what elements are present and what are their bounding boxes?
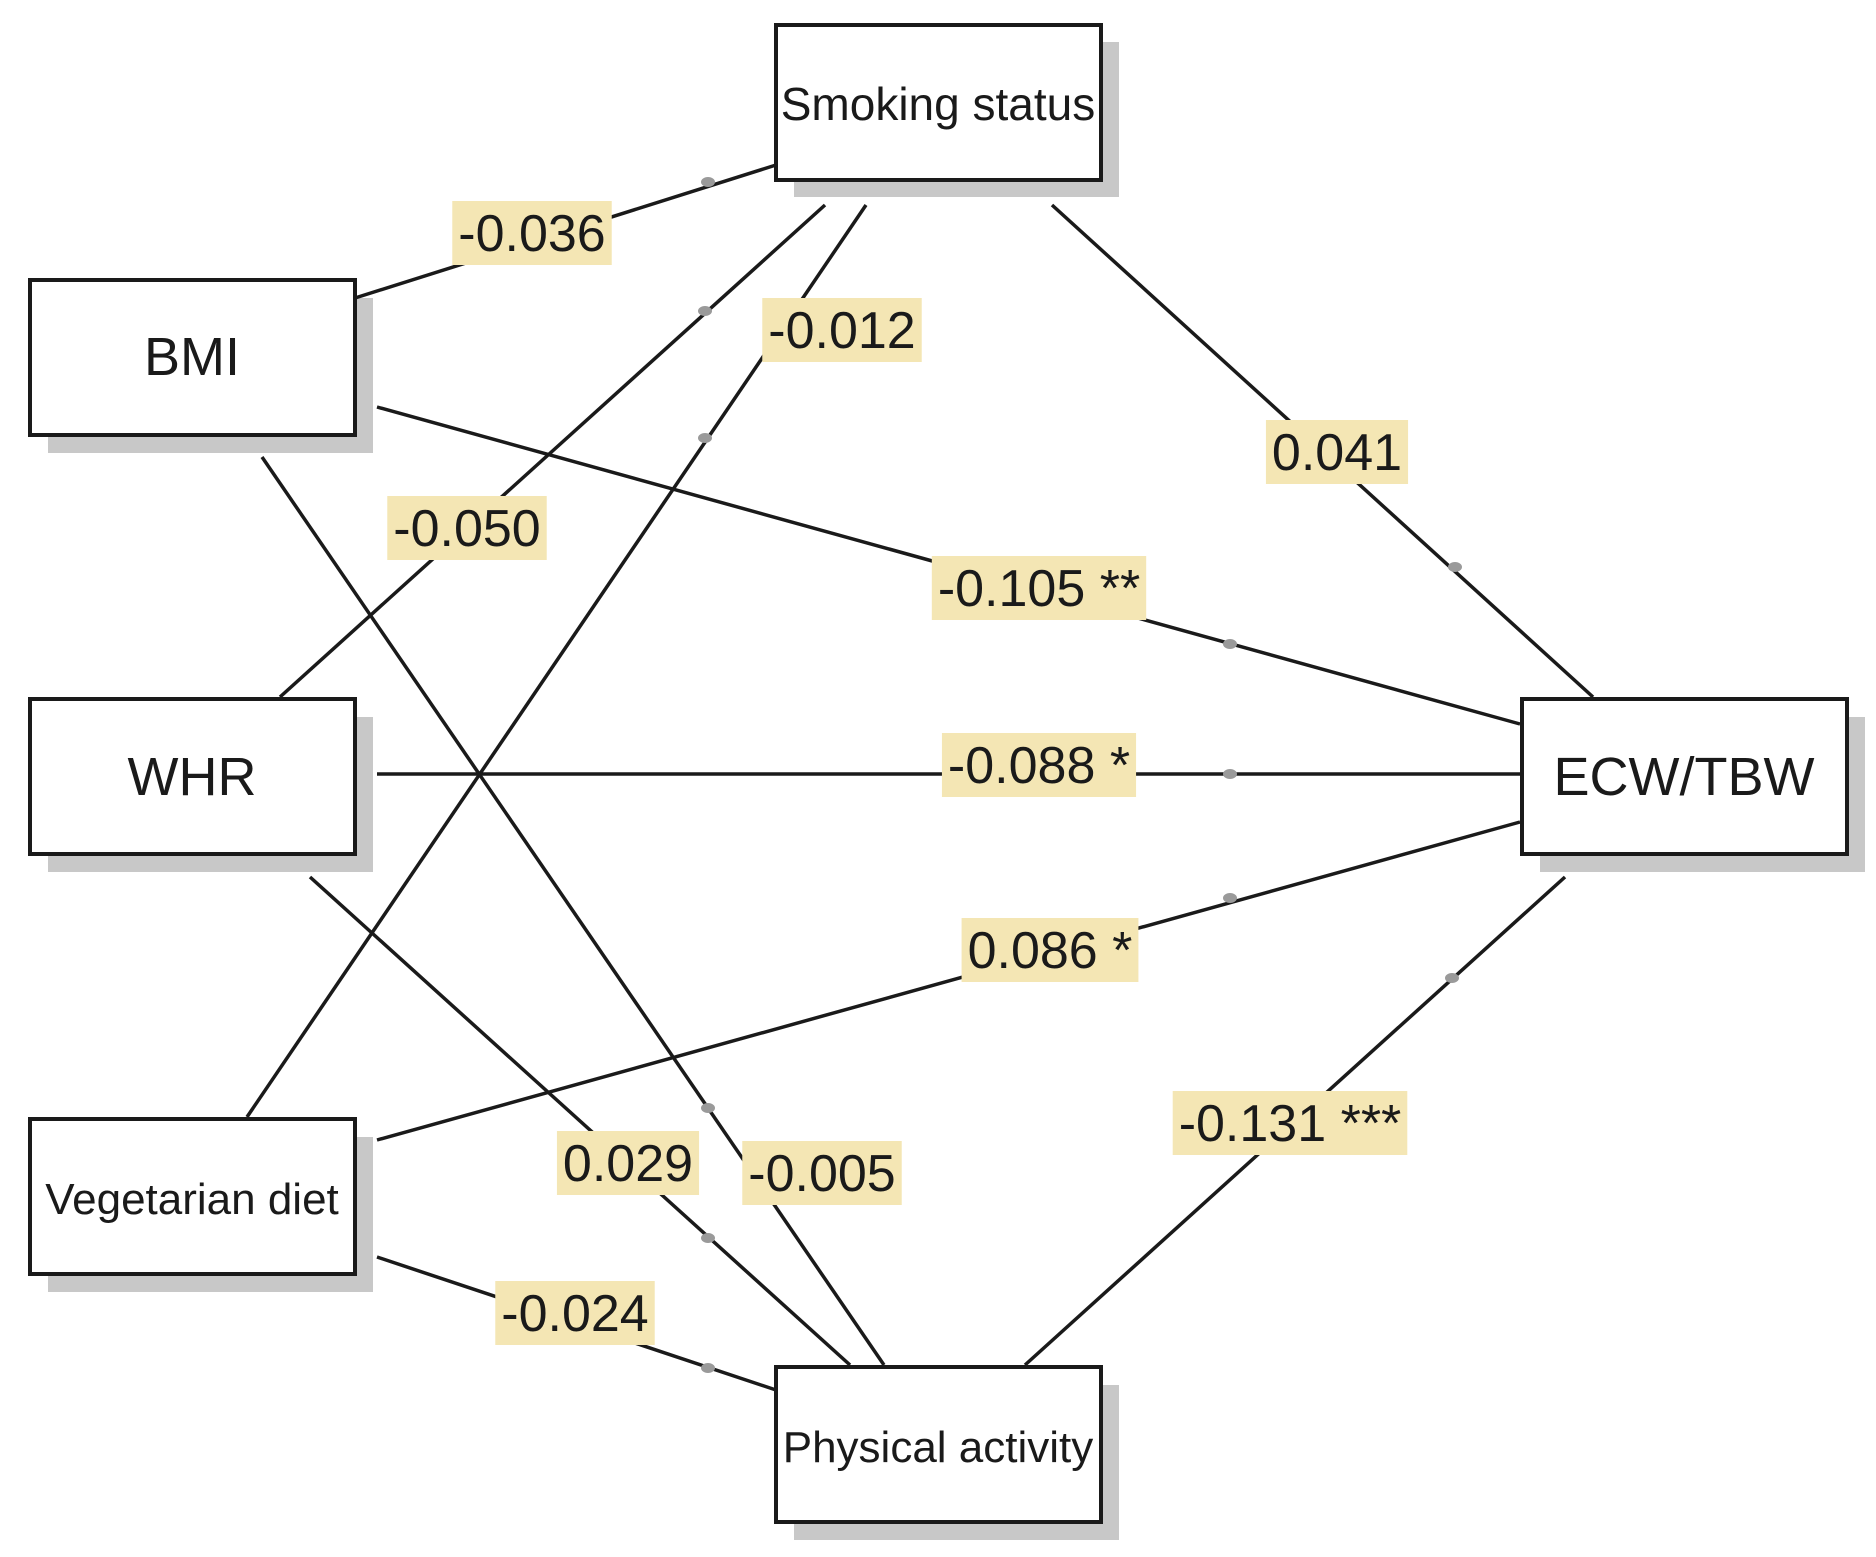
arrow-marker-whr-pa: [701, 1233, 715, 1243]
coefficient-highlight: [742, 1141, 902, 1205]
coefficient-label-bmi-smoking: -0.036: [452, 201, 612, 265]
arrow-marker-bmi-pa: [701, 1103, 715, 1113]
coefficient-highlight: [941, 733, 1137, 797]
arrow-marker-whr-ecw: [1223, 769, 1237, 779]
coefficient-label-veg-ecw: 0.086 *: [961, 918, 1139, 982]
coefficient-highlight: [931, 556, 1147, 620]
coefficient-value: -0.005: [748, 1145, 895, 1203]
path-line-whr-pa: [308, 875, 852, 1367]
coefficient-highlight: [495, 1281, 655, 1345]
node-label-ecw: ECW/TBW: [1554, 747, 1815, 807]
coefficient-labels: -0.036 -0.012 -0.050 0.041 -0.105 ** -0.088 *…: [387, 201, 1409, 1345]
variable-boxes: Smoking status BMI WHR Vegetarian diet P…: [28, 23, 1849, 1524]
node-physical-activity: Physical activity: [774, 1365, 1103, 1524]
coefficient-label-bmi-ecw: -0.105 **: [931, 556, 1147, 620]
node-whr: WHR: [28, 697, 357, 856]
arrow-marker-whr-smoking: [698, 306, 712, 316]
arrow-marker-bmi-ecw: [1223, 639, 1237, 649]
arrow-marker-veg-pa: [701, 1363, 715, 1373]
coefficient-value: -0.131 ***: [1179, 1095, 1402, 1153]
coefficient-value: -0.050: [393, 500, 540, 558]
coefficient-label-pa-ecw: -0.131 ***: [1172, 1091, 1408, 1155]
coefficient-highlight: [762, 298, 922, 362]
coefficient-value: 0.086 *: [968, 922, 1133, 980]
coefficient-value: -0.036: [458, 205, 605, 263]
coefficient-label-whr-pa: 0.029: [556, 1131, 700, 1195]
coefficient-highlight: [1265, 420, 1409, 484]
node-label-bmi: BMI: [144, 327, 240, 387]
node-label-whr: WHR: [128, 747, 257, 807]
coefficient-label-whr-ecw: -0.088 *: [941, 733, 1137, 797]
node-smoking-status: Smoking status: [774, 23, 1103, 182]
coefficient-label-veg-smoking: -0.012: [762, 298, 922, 362]
arrow-marker-pa-ecw: [1445, 973, 1459, 983]
coefficient-highlight: [961, 918, 1139, 982]
coefficient-value: -0.024: [501, 1285, 648, 1343]
coefficient-label-veg-pa: -0.024: [495, 1281, 655, 1345]
arrow-marker-bmi-smoking: [701, 177, 715, 187]
arrow-markers: [698, 177, 1462, 1373]
coefficient-value: -0.088 *: [948, 737, 1130, 795]
node-vegetarian-diet: Vegetarian diet: [28, 1117, 357, 1276]
coefficient-highlight: [556, 1131, 700, 1195]
arrow-marker-veg-ecw: [1223, 893, 1237, 903]
coefficient-highlight: [1172, 1091, 1408, 1155]
coefficient-value: -0.012: [768, 302, 915, 360]
coefficient-label-smoking-ecw: 0.041: [1265, 420, 1409, 484]
coefficient-label-whr-smoking: -0.050: [387, 496, 547, 560]
coefficient-value: -0.105 **: [938, 560, 1140, 618]
coefficient-label-bmi-pa: -0.005: [742, 1141, 902, 1205]
node-label-veg: Vegetarian diet: [45, 1175, 339, 1224]
path-line-bmi-pa: [260, 456, 886, 1366]
coefficient-value: 0.041: [1272, 424, 1402, 482]
arrow-marker-veg-smoking: [698, 433, 712, 443]
arrow-marker-smoking-ecw: [1448, 562, 1462, 572]
coefficient-value: 0.029: [563, 1135, 693, 1193]
node-bmi: BMI: [28, 278, 357, 437]
coefficient-highlight: [387, 496, 547, 560]
path-line-veg-ecw: [376, 820, 1521, 1142]
node-ecw-tbw: ECW/TBW: [1520, 697, 1849, 856]
coefficient-highlight: [452, 201, 612, 265]
node-label-pa: Physical activity: [783, 1423, 1094, 1472]
node-label-smoking: Smoking status: [781, 78, 1095, 130]
